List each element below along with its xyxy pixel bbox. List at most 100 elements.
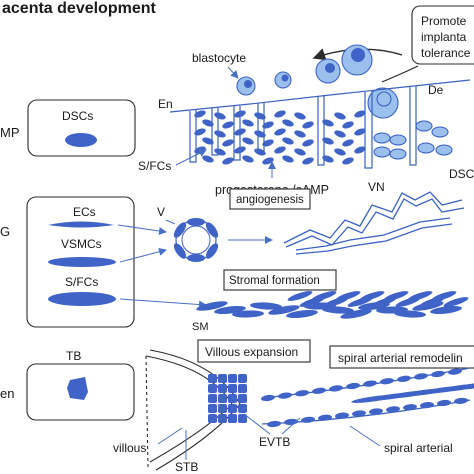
evtb-block — [218, 394, 227, 403]
villous-expansion-box — [197, 339, 311, 363]
evtb-block — [228, 414, 237, 423]
cell-shape — [274, 110, 286, 118]
cell-shape — [335, 412, 349, 419]
evtb-block — [238, 374, 247, 383]
cell-shape — [342, 157, 354, 165]
cell-shape — [312, 387, 326, 394]
evtb-block — [208, 374, 217, 383]
dscs-box — [27, 99, 136, 157]
cell-shape — [340, 309, 372, 319]
cell-shape — [412, 301, 444, 311]
cell-shape — [196, 301, 228, 311]
cell-shape — [334, 130, 346, 138]
evtb-block — [208, 384, 217, 393]
cell-shape — [282, 155, 294, 163]
sfcs-label-row2: S/FCs — [65, 275, 98, 289]
cell-shape — [242, 155, 254, 163]
cell-shape — [295, 390, 309, 397]
figure-title: acenta development — [2, 0, 157, 17]
stromal-formation-label: Stromal formation — [229, 275, 320, 287]
cell-shape — [342, 139, 354, 147]
cell-shape — [194, 128, 206, 136]
cell-shape — [352, 410, 366, 417]
cell-shape — [346, 382, 360, 390]
cell-shape — [301, 416, 315, 423]
cell-shape — [318, 414, 332, 421]
row3-left-label: en — [0, 386, 14, 401]
evtb-block — [228, 404, 237, 413]
stromal-formation-box — [223, 269, 337, 291]
callout-line-2: implanta — [421, 30, 467, 44]
sfcs-arrow-row1 — [175, 149, 207, 166]
cell-shape — [222, 121, 234, 129]
evtb-block — [238, 414, 247, 423]
spiral-arterial-pointer — [349, 425, 381, 447]
row2-left-label: G — [0, 224, 10, 239]
cell-shape — [234, 128, 246, 136]
cell-shape — [369, 408, 383, 415]
evtb-block — [218, 384, 227, 393]
cell-shape — [403, 404, 417, 411]
evtb-block — [208, 414, 217, 423]
cell-shape — [302, 157, 314, 165]
stromal-cells-row1 — [194, 110, 366, 165]
cell-shape — [262, 139, 274, 147]
cell-shape — [242, 119, 254, 127]
spiral-arterial-label: spiral arterial — [384, 441, 453, 455]
evtb-pointer-1 — [243, 413, 271, 435]
sfc-cell-icon — [48, 292, 116, 306]
cell-shape — [282, 137, 294, 145]
cell-shape — [242, 137, 254, 145]
cell-shape — [194, 110, 206, 118]
evtb-block — [208, 394, 217, 403]
cell-shape — [386, 406, 400, 413]
cell-shape — [234, 146, 246, 154]
evtb-block — [228, 394, 237, 403]
cell-shape — [274, 146, 286, 154]
cell-shape — [214, 112, 226, 120]
cell-shape — [414, 373, 428, 380]
cell-shape — [214, 130, 226, 138]
cell-shape — [443, 297, 469, 307]
angiogenesis-box — [229, 188, 311, 210]
evtb-pointer-2 — [281, 417, 301, 435]
villous-label: villous — [113, 441, 146, 455]
vascular-network — [283, 191, 465, 255]
vsmcs-to-vessel-arrow — [119, 247, 167, 263]
evtb-block — [238, 384, 247, 393]
evtb-block — [238, 394, 247, 403]
cell-shape — [354, 110, 366, 118]
villous-pointer — [157, 427, 183, 445]
evtb-cells — [208, 374, 247, 423]
cell-shape — [294, 130, 306, 138]
ecs-to-vessel-arrow — [117, 224, 167, 235]
cell-shape — [448, 368, 462, 375]
evtb-block — [218, 414, 227, 423]
cell-shape — [334, 148, 346, 156]
cell-shape — [407, 291, 433, 301]
cell-shape — [437, 399, 451, 407]
cell-shape — [262, 157, 274, 165]
v-pointer — [165, 219, 176, 225]
vessel-ring — [173, 218, 219, 262]
cell-shape — [322, 137, 334, 145]
stromal-cells-row2 — [196, 291, 469, 319]
cell-shape — [302, 121, 314, 129]
cell-shape — [262, 121, 274, 129]
evtb-label: EVTB — [259, 435, 290, 449]
cell-shape — [202, 119, 214, 127]
tb-cell-icon — [67, 377, 88, 400]
cell-shape — [453, 381, 474, 390]
cell-shape — [334, 112, 346, 120]
cell-shape — [294, 148, 306, 156]
cell-shape — [397, 375, 411, 382]
cell-shape — [431, 370, 445, 378]
blastocyte-group — [236, 44, 399, 119]
spiral-artery-cells — [261, 368, 474, 428]
cell-shape — [431, 291, 457, 301]
decidual-cells-row1 — [373, 120, 453, 160]
cell-shape — [383, 291, 409, 301]
cell-shape — [322, 119, 334, 127]
vsmcs-label: VSMCs — [61, 237, 102, 251]
